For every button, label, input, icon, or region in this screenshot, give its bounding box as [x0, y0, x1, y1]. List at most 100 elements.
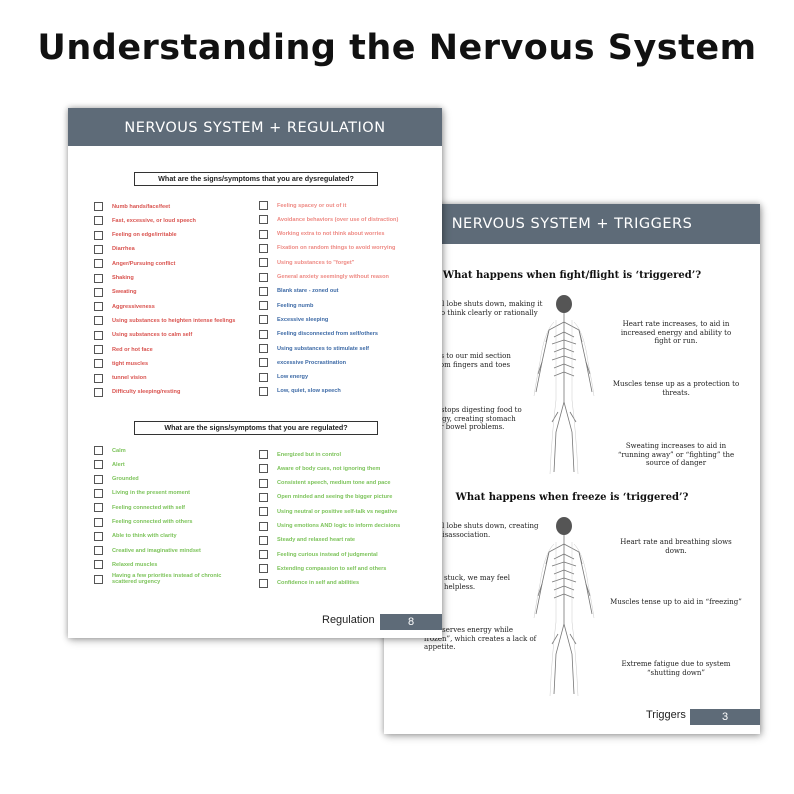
- checkbox[interactable]: [94, 560, 103, 570]
- checkbox[interactable]: [259, 521, 268, 531]
- checkbox[interactable]: [259, 386, 268, 396]
- checkbox[interactable]: [259, 243, 268, 253]
- checkbox[interactable]: [259, 492, 268, 502]
- checkbox[interactable]: [259, 301, 268, 311]
- checklist-item-label: Using substances to heighten intense fee…: [112, 317, 236, 324]
- checklist-item-label: Calm: [112, 447, 126, 454]
- checkbox[interactable]: [259, 215, 268, 225]
- nervous-system-figure-icon: [533, 517, 595, 697]
- checkbox[interactable]: [94, 244, 103, 254]
- checklist-item-label: tunnel vision: [112, 375, 147, 382]
- regulation-page: NERVOUS SYSTEM + REGULATION What are the…: [68, 108, 442, 638]
- checkbox[interactable]: [94, 517, 103, 527]
- checkbox[interactable]: [259, 229, 268, 239]
- checkbox[interactable]: [94, 345, 103, 354]
- checkbox[interactable]: [259, 507, 268, 517]
- checkbox[interactable]: [259, 478, 268, 488]
- checkbox[interactable]: [259, 315, 268, 325]
- checklist-item-label: Alert: [112, 461, 125, 468]
- checklist-item: Blank stare - zoned out: [259, 285, 339, 298]
- checkbox[interactable]: [259, 464, 268, 474]
- checkbox[interactable]: [259, 535, 268, 545]
- checklist-item: Using emotions AND logic to inform decis…: [259, 520, 400, 533]
- checkbox[interactable]: [94, 273, 103, 283]
- checklist-item-label: Using neutral or positive self-talk vs n…: [277, 508, 398, 515]
- checklist-item-label: Low, quiet, slow speech: [277, 388, 341, 395]
- checkbox[interactable]: [94, 330, 103, 340]
- checkbox[interactable]: [94, 446, 103, 455]
- checkbox[interactable]: [94, 488, 103, 498]
- checkbox[interactable]: [94, 259, 103, 269]
- checklist-item: Energized but in control: [259, 448, 341, 461]
- checklist-item: Using substances to calm self: [94, 329, 192, 342]
- checklist-item: Using substances to heighten intense fee…: [94, 314, 235, 327]
- checkbox[interactable]: [94, 230, 103, 240]
- checkbox[interactable]: [259, 329, 268, 339]
- checkbox[interactable]: [94, 531, 103, 541]
- checklist-item: Difficulty sleeping/resting: [94, 386, 180, 399]
- checklist-item-label: Extending compassion to self and others: [277, 565, 387, 572]
- checklist-item-label: Aware of body cues, not ignoring them: [277, 465, 381, 472]
- checkbox[interactable]: [94, 216, 103, 226]
- freeze-right-note-2: Muscles tense up to aid in “freezing”: [610, 598, 742, 606]
- checklist-item-label: Energized but in control: [277, 451, 342, 458]
- checkbox[interactable]: [94, 387, 103, 397]
- checklist-item: Low energy: [259, 371, 308, 384]
- checkbox[interactable]: [259, 550, 268, 560]
- checkbox[interactable]: [94, 373, 103, 383]
- checklist-item-label: Aggressiveness: [112, 303, 155, 310]
- checkbox[interactable]: [94, 460, 103, 470]
- main-title: Understanding the Nervous System: [37, 28, 757, 68]
- checklist-item-label: excessive Procrastination: [277, 359, 347, 366]
- checklist-item: excessive Procrastination: [259, 356, 346, 369]
- checklist-item-label: Using substances to stimulate self: [277, 345, 370, 352]
- checkbox[interactable]: [259, 450, 268, 459]
- checkbox[interactable]: [94, 287, 103, 297]
- fight-right-note-3: Sweating increases to aid in “running aw…: [617, 442, 735, 467]
- checklist-item-label: Shaking: [112, 275, 134, 281]
- checkbox[interactable]: [259, 578, 268, 588]
- checkbox[interactable]: [259, 358, 268, 368]
- triggers-footer-label: Triggers: [646, 709, 686, 721]
- checklist-item-label: Grounded: [112, 476, 139, 483]
- checkbox[interactable]: [259, 564, 268, 574]
- checklist-item: General anxiety seemingly without reason: [259, 271, 389, 284]
- checkbox[interactable]: [94, 503, 103, 513]
- checklist-item: tight muscles: [94, 357, 148, 370]
- checklist-item-label: Fixation on random things to avoid worry…: [277, 245, 396, 252]
- checklist-item: Grounded: [94, 473, 139, 486]
- checkbox[interactable]: [94, 302, 103, 312]
- checkbox[interactable]: [259, 201, 268, 210]
- checklist-item: Shaking: [94, 272, 134, 285]
- checkbox[interactable]: [94, 316, 103, 326]
- checklist-item-label: Feeling curious instead of judgmental: [277, 551, 378, 558]
- checkbox[interactable]: [259, 286, 268, 296]
- checklist-item-label: Consistent speech, medium tone and pace: [277, 480, 391, 487]
- checklist-item: Feeling disconnected from self/others: [259, 328, 378, 341]
- checkbox[interactable]: [259, 258, 268, 268]
- checkbox[interactable]: [94, 574, 103, 584]
- checklist-item-label: Using substances to "forget": [277, 259, 355, 266]
- checkbox[interactable]: [94, 474, 103, 484]
- checkbox[interactable]: [259, 272, 268, 282]
- checklist-item: Sweating: [94, 286, 137, 299]
- fight-flight-question: What happens when fight/flight is ‘trigg…: [442, 270, 702, 281]
- checklist-item-label: Diarrhea: [112, 246, 135, 253]
- checklist-item: Red or hot face: [94, 343, 153, 356]
- checklist-item: Numb hands/face/feet: [94, 200, 170, 213]
- checklist-item: Confidence in self and abilities: [259, 577, 359, 590]
- checkbox[interactable]: [94, 202, 103, 211]
- checkbox[interactable]: [259, 372, 268, 382]
- checklist-item-label: Feeling numb: [277, 302, 314, 309]
- checklist-item-label: Feeling disconnected from self/others: [277, 331, 379, 338]
- freeze-left-note-2: stuck, we may feel helpless.: [444, 574, 510, 591]
- checklist-item-label: Using substances to calm self: [112, 332, 193, 339]
- triggers-page-number: 3: [690, 709, 760, 725]
- checklist-item: Living in the present moment: [94, 487, 190, 500]
- checklist-item: Alert: [94, 458, 125, 471]
- checkbox[interactable]: [259, 344, 268, 353]
- dysregulated-question: What are the signs/symptoms that you are…: [134, 172, 378, 186]
- checkbox[interactable]: [94, 359, 103, 369]
- checklist-item: Working extra to not think about worries: [259, 228, 384, 241]
- checkbox[interactable]: [94, 546, 103, 556]
